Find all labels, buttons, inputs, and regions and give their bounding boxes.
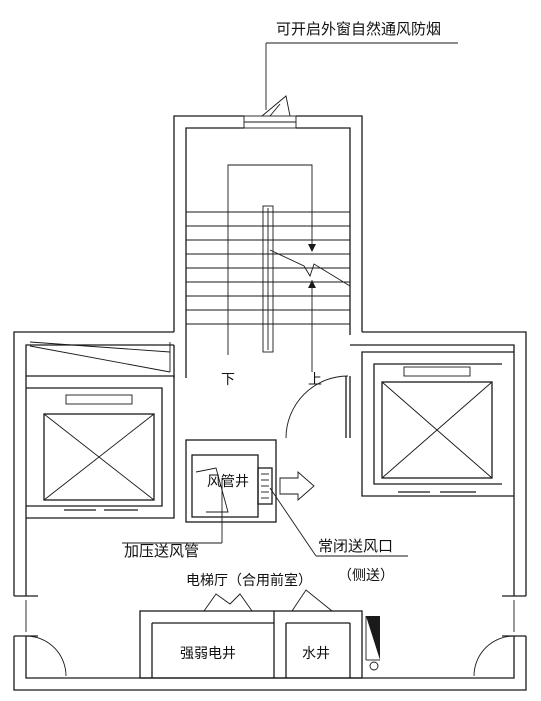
stair-door [285, 375, 351, 439]
window-callout: 可开启外窗自然通风防烟 [265, 20, 458, 110]
elevator-left [26, 341, 175, 519]
window-label: 可开启外窗自然通风防烟 [276, 20, 441, 38]
vent-leader [269, 487, 317, 557]
utility-rooms [139, 589, 380, 679]
water-shaft-label: 水井 [302, 646, 330, 662]
lobby-label: 电梯厅（合用前室） [186, 572, 312, 589]
stair-handrail [262, 205, 274, 353]
stair-down-label: 下 [221, 372, 235, 388]
elec-shaft-label: 强弱电井 [180, 646, 236, 662]
vent-label: 常闭送风口 [318, 537, 393, 555]
door-left [14, 595, 67, 677]
vent-note: （侧送） [338, 568, 394, 584]
stair-core-walls [173, 115, 363, 378]
shaft-label: 风管井 [207, 474, 249, 490]
stair-up-label: 上 [308, 372, 322, 388]
duct-label: 加压送风管 [124, 542, 199, 560]
elevator-right [361, 351, 514, 497]
stair-walk-lines [227, 164, 351, 372]
exterior-window [243, 95, 297, 129]
outer-walls [13, 331, 527, 691]
door-right [473, 595, 526, 677]
air-shaft [185, 439, 315, 523]
